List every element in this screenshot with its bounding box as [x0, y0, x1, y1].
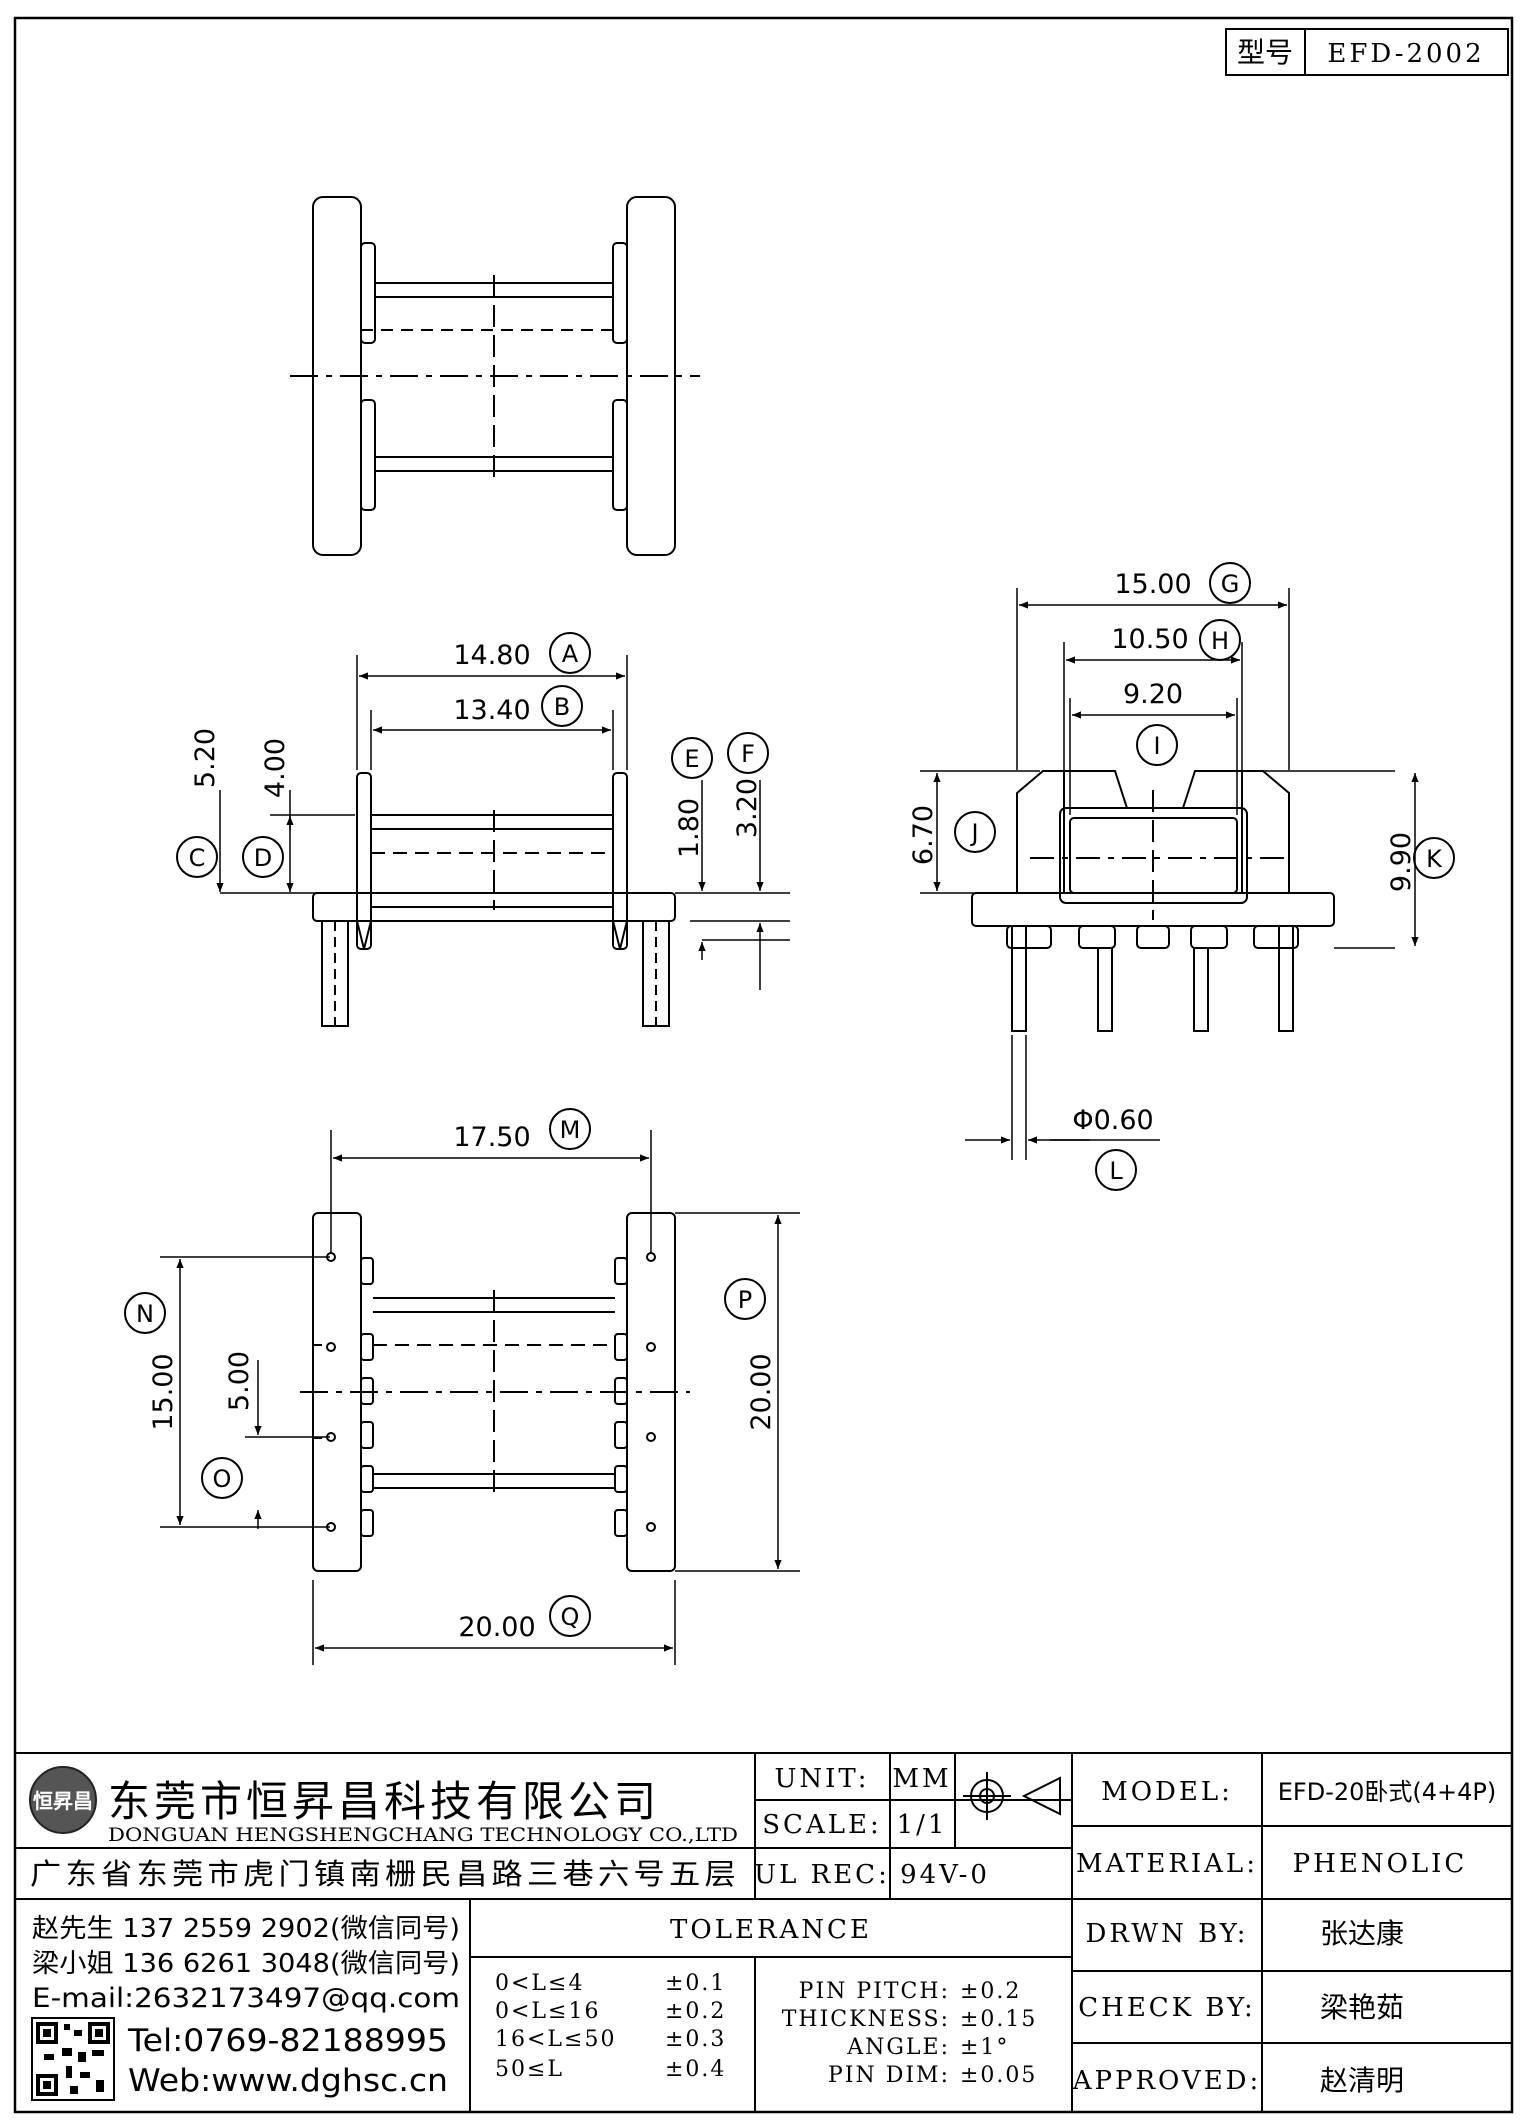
angle-value: ±1° [960, 2035, 1009, 2060]
approved-label: APPROVED: [1072, 2066, 1262, 2096]
ul-rec-label: UL REC: [754, 1860, 890, 1890]
company-name-cn: 东莞市恒昇昌科技有限公司 [108, 1777, 660, 1826]
callout-c: C [189, 844, 206, 872]
dim-cd-h2-value: 4.00 [260, 738, 291, 798]
tol-range-2: 0<L≤16 [495, 1999, 600, 2024]
callout-p: P [738, 1286, 752, 1314]
tol-value-3: ±0.3 [665, 2027, 726, 2052]
callout-circles [124, 562, 1455, 1637]
tol-value-1: ±0.1 [665, 1971, 726, 1996]
unit-value: MM [892, 1764, 951, 1794]
thickness-label: THICKNESS: [782, 2007, 950, 2032]
side-view [971, 770, 1335, 1032]
pin-dim-value: ±0.05 [960, 2063, 1037, 2088]
callout-q: Q [561, 1603, 580, 1631]
callout-l: L [1109, 1157, 1123, 1185]
callout-f: F [741, 740, 755, 768]
callout-b: B [554, 693, 570, 721]
drawn-by-label: DRWN BY: [1086, 1919, 1249, 1949]
callout-j: J [969, 819, 978, 847]
header-model-value: EFD-2002 [1327, 39, 1484, 69]
dim-b-value: 13.40 [453, 695, 530, 726]
callout-n: N [136, 1300, 154, 1328]
telephone: Tel:0769-82188995 [127, 2023, 448, 2059]
dim-k-value: 9.90 [1386, 832, 1417, 892]
callout-h: H [1211, 627, 1229, 655]
bottom-view-dims [160, 1130, 800, 1665]
dim-h-value: 10.50 [1111, 624, 1188, 655]
callout-i: I [1153, 732, 1160, 760]
thickness-value: ±0.15 [960, 2007, 1037, 2032]
ul-rec-value: 94V-0 [900, 1860, 990, 1890]
callout-letters: A B C D E F G H I J K L M N O P Q [136, 570, 1443, 1631]
pin-pitch-label: PIN PITCH: [799, 1979, 950, 2004]
contact-1: 赵先生 137 2559 2902(微信同号) [32, 1914, 460, 1944]
dim-n-value: 15.00 [148, 1353, 179, 1430]
tol-range-4: 50≤L [495, 2057, 564, 2082]
sheet-border [13, 16, 1514, 2114]
callout-e: E [684, 745, 699, 773]
scale-value: 1/1 [897, 1810, 948, 1840]
callout-g: G [1221, 570, 1240, 598]
callout-m: M [560, 1116, 581, 1144]
bottom-view [300, 1212, 690, 1572]
dim-l-value: Φ0.60 [1072, 1105, 1153, 1136]
dim-g-value: 15.00 [1114, 569, 1191, 600]
projection-symbol-icon [963, 1772, 1061, 1820]
callout-a: A [562, 640, 579, 668]
logo-text: 恒昇昌 [33, 1789, 93, 1813]
check-by-label: CHECK BY: [1078, 1993, 1256, 2023]
material-value: PHENOLIC [1293, 1849, 1468, 1879]
scale-label: SCALE: [762, 1810, 882, 1840]
title-block-grid [15, 1752, 1512, 2112]
qr-code-icon [31, 2017, 115, 2101]
tol-range-3: 16<L≤50 [495, 2027, 616, 2052]
material-label: MATERIAL: [1076, 1849, 1258, 1879]
website: Web:www.dghsc.cn [128, 2063, 448, 2099]
company-name-en: DONGUAN HENGSHENGCHANG TECHNOLOGY CO.,LT… [108, 1824, 738, 1846]
tol-value-2: ±0.2 [665, 1999, 726, 2024]
dim-o-value: 5.00 [224, 1351, 255, 1411]
callout-o: O [213, 1465, 232, 1493]
model-value: EFD-20卧式(4+4P) [1278, 1778, 1497, 1806]
top-view [290, 196, 700, 556]
dim-cd-h1-value: 5.20 [190, 728, 221, 788]
tol-value-4: ±0.4 [665, 2057, 726, 2082]
angle-label: ANGLE: [846, 2035, 950, 2060]
callout-d: D [254, 844, 272, 872]
dim-p-value: 20.00 [746, 1353, 777, 1430]
front-view-dims [216, 655, 790, 990]
pin-pitch-value: ±0.2 [960, 1979, 1021, 2004]
drawn-by-value: 张达康 [1320, 1917, 1404, 1950]
header-model-box: 型号 EFD-2002 [1225, 28, 1509, 76]
company-address: 广东省东莞市虎门镇南栅民昌路三巷六号五层 [30, 1857, 740, 1891]
tol-range-1: 0<L≤4 [495, 1971, 584, 1996]
dim-j-value: 6.70 [908, 805, 939, 865]
dim-i-value: 9.20 [1123, 679, 1183, 710]
tolerance-title: TOLERANCE [670, 1915, 872, 1945]
dim-e-value: 1.80 [674, 798, 705, 858]
side-view-dims [920, 588, 1419, 1160]
company-logo: 恒昇昌 [29, 1766, 97, 1834]
dim-q-value: 20.00 [458, 1612, 535, 1643]
model-label: MODEL: [1101, 1777, 1233, 1807]
front-view [312, 772, 676, 1027]
unit-label: UNIT: [774, 1764, 869, 1794]
pin-dim-label: PIN DIM: [828, 2063, 950, 2088]
callout-k: K [1426, 845, 1443, 873]
dim-m-value: 17.50 [453, 1122, 530, 1153]
approved-value: 赵清明 [1320, 2064, 1404, 2097]
dim-f-value: 3.20 [732, 778, 763, 838]
header-model-label: 型号 [1237, 36, 1293, 69]
contact-2: 梁小姐 136 6261 3048(微信同号) [32, 1949, 460, 1979]
email: E-mail:2632173497@qq.com [32, 1983, 460, 2014]
dim-a-value: 14.80 [453, 640, 530, 671]
check-by-value: 梁艳茹 [1320, 1991, 1404, 2024]
